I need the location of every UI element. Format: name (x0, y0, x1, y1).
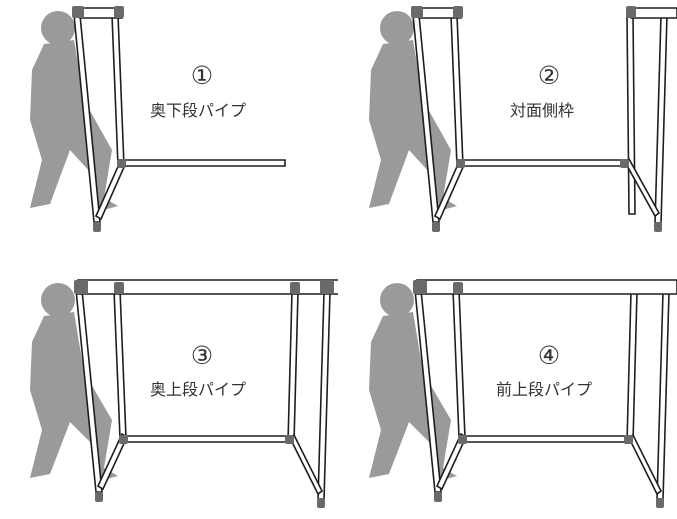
seated-person-silhouette (30, 283, 118, 482)
joint-connectors (411, 6, 662, 232)
step-2-label: 対面側枠 (510, 101, 575, 120)
step-1-label: 奥下段パイプ (150, 101, 247, 120)
step-3-number: ③ (190, 341, 214, 370)
seated-person-silhouette (369, 11, 457, 212)
step-1-illustration (30, 6, 286, 232)
joint-connectors (413, 280, 664, 508)
joint-connectors (74, 280, 334, 508)
step-1-number: ① (190, 61, 214, 90)
step-2-number: ② (537, 61, 561, 90)
near-side-frame (414, 289, 628, 493)
new-rear-bottom-pipe (123, 159, 286, 167)
step-2-illustration (369, 6, 677, 232)
step-3-illustration (30, 279, 338, 508)
opposite-side-frame (626, 291, 670, 501)
step-4-label: 前上段パイプ (496, 380, 593, 399)
opposite-side-frame (287, 291, 331, 501)
step-3-label: 奥上段パイプ (150, 380, 247, 399)
frame-left-post-front (111, 14, 125, 167)
joint-connectors (72, 6, 126, 232)
seated-person-silhouette (30, 11, 118, 212)
opposite-side-frame (623, 7, 677, 225)
step-4-illustration (369, 279, 677, 508)
step-4-number: ④ (537, 341, 561, 370)
seated-person-silhouette (369, 283, 457, 482)
